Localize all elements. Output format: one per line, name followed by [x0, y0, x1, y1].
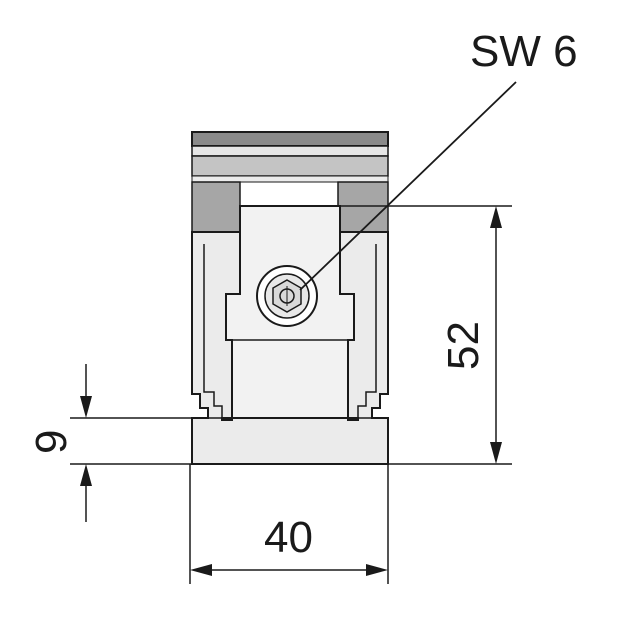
- width-arrow-right-icon: [366, 564, 388, 576]
- callout-label: SW 6: [470, 27, 578, 76]
- base-arrow-bottom-icon: [80, 464, 92, 486]
- height-arrow-top-icon: [490, 206, 502, 228]
- thin-strip: [191, 175, 389, 183]
- top-cap: [191, 131, 389, 147]
- height-arrow-bottom-icon: [490, 442, 502, 464]
- base-arrow-top-icon: [80, 396, 92, 418]
- dark-band-left: [191, 181, 241, 233]
- right-channel: [357, 244, 377, 420]
- upper-strip: [191, 145, 389, 157]
- base-dim-text: 9: [27, 430, 76, 454]
- left-channel: [203, 244, 223, 420]
- height-dim-text: 52: [439, 321, 488, 370]
- width-dim-text: 40: [264, 513, 313, 562]
- width-arrow-left-icon: [190, 564, 212, 576]
- dark-band-right: [337, 181, 389, 233]
- callout-leader: [299, 81, 517, 291]
- mid-band: [191, 155, 389, 177]
